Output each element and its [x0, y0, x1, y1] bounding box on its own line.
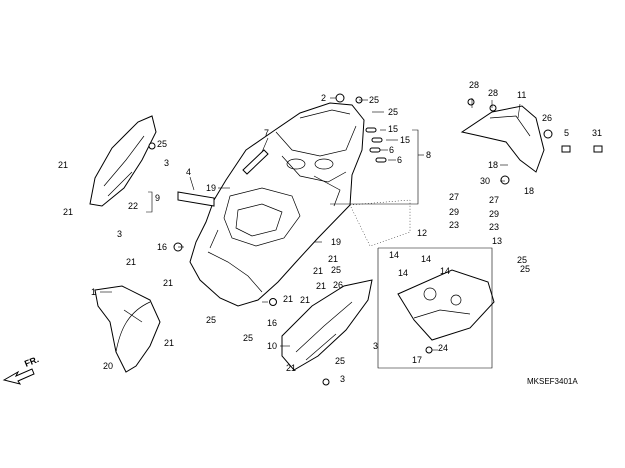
callout-label: 29 — [489, 209, 499, 219]
callout-label: 14 — [389, 250, 399, 260]
callout-label: 14 — [421, 254, 431, 264]
callout-label: 21 — [63, 207, 73, 217]
callout-label: 18 — [524, 186, 534, 196]
callout-label: 14 — [440, 266, 450, 276]
callout-label: 30 — [480, 176, 490, 186]
callout-label: 10 — [267, 341, 277, 351]
callout-label: 8 — [426, 150, 431, 160]
callout-label: 13 — [492, 236, 502, 246]
front-direction-arrow — [2, 368, 35, 385]
callout-label: 25 — [388, 107, 398, 117]
callout-label: 21 — [163, 278, 173, 288]
callout-label: 12 — [417, 228, 427, 238]
callout-label: 14 — [398, 268, 408, 278]
callout-label: 24 — [438, 343, 448, 353]
callout-label: 25 — [369, 95, 379, 105]
callout-label: 21 — [283, 294, 293, 304]
diagram-code: MKSEF3401A — [527, 377, 578, 386]
callout-label: 25 — [331, 265, 341, 275]
callout-label: 25 — [206, 315, 216, 325]
callout-label: 15 — [400, 135, 410, 145]
callout-label: 21 — [328, 254, 338, 264]
callout-label: 21 — [164, 338, 174, 348]
rear-fender-drawing — [189, 102, 365, 307]
callout-labels: 2 25 25 15 15 6 6 8 7 4 19 25 3 21 9 22 … — [23, 80, 602, 386]
group-brackets — [146, 129, 493, 369]
callout-label: 4 — [186, 167, 191, 177]
callout-label: 21 — [126, 257, 136, 267]
bar-drawing — [242, 149, 269, 175]
callout-label: 23 — [489, 222, 499, 232]
callout-label: 3 — [373, 341, 378, 351]
splash-guard-drawing — [94, 285, 161, 373]
callout-label: 17 — [412, 355, 422, 365]
callout-label: 25 — [520, 264, 530, 274]
callout-label: 16 — [267, 318, 277, 328]
pins-drawing — [365, 127, 387, 163]
bracket-assembly-drawing — [397, 269, 495, 341]
callout-label: 21 — [316, 281, 326, 291]
callout-label: 21 — [313, 266, 323, 276]
callout-label: 19 — [206, 183, 216, 193]
callout-label: 25 — [157, 139, 167, 149]
callout-label: 29 — [449, 207, 459, 217]
right-side-cover-drawing — [281, 279, 373, 371]
callout-label: 16 — [157, 242, 167, 252]
left-side-cover-drawing — [89, 115, 157, 207]
callout-label: 26 — [542, 113, 552, 123]
callout-label: 26 — [333, 280, 343, 290]
callout-label: 22 — [128, 201, 138, 211]
callout-label: 3 — [164, 158, 169, 168]
strap-drawing — [177, 191, 215, 207]
leader-lines — [100, 97, 521, 351]
callout-label: 19 — [331, 237, 341, 247]
callout-label: 1 — [91, 287, 96, 297]
callout-label: 9 — [155, 193, 160, 203]
callout-label: 27 — [489, 195, 499, 205]
callout-label: 21 — [58, 160, 68, 170]
callout-label: 3 — [340, 374, 345, 384]
callout-label: 21 — [300, 295, 310, 305]
callout-label: 25 — [335, 356, 345, 366]
callout-label: 28 — [488, 88, 498, 98]
callout-label: 11 — [517, 90, 526, 100]
callout-label: 6 — [397, 155, 402, 165]
callout-label: 6 — [389, 145, 394, 155]
callout-label: 20 — [103, 361, 113, 371]
hatched-region-drawing — [349, 199, 411, 247]
front-direction-label: FR. — [23, 354, 40, 369]
callout-label: 18 — [488, 160, 498, 170]
callout-label: 25 — [243, 333, 253, 343]
callout-label: 25 — [517, 255, 527, 265]
callout-label: 7 — [264, 128, 269, 138]
callout-label: 3 — [117, 229, 122, 239]
callout-label: 27 — [449, 192, 459, 202]
callout-label: 21 — [286, 363, 296, 373]
rear-cowl-drawing — [460, 105, 545, 173]
callout-label: 5 — [564, 128, 569, 138]
callout-label: 28 — [469, 80, 479, 90]
callout-label: 31 — [592, 128, 602, 138]
callout-label: 2 — [321, 93, 326, 103]
callout-label: 23 — [449, 220, 459, 230]
callout-label: 15 — [388, 124, 398, 134]
